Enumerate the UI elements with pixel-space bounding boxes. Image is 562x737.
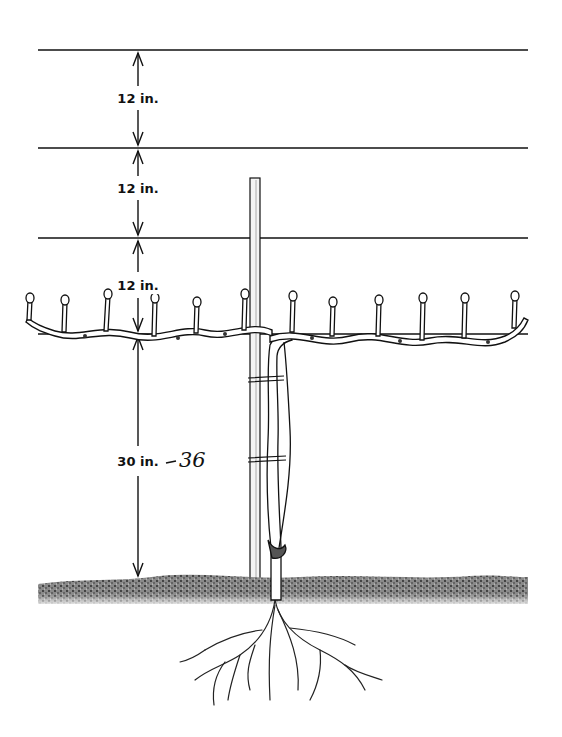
handwritten-note: 36 [177, 447, 208, 473]
trellis-wire [38, 50, 528, 334]
dimension-label: 12 in. [115, 90, 160, 107]
dimension-label: 30 in. [115, 453, 160, 470]
dimension-label: 12 in. [115, 180, 160, 197]
spur [26, 289, 519, 340]
vine-trunk [267, 334, 292, 600]
roots [180, 600, 382, 705]
ground [38, 575, 528, 606]
vine-tie [248, 376, 286, 462]
stake [250, 178, 260, 588]
dimension-label: 12 in. [115, 277, 160, 294]
cordon [26, 318, 528, 346]
handwritten-dash [166, 461, 176, 463]
dimension-arrow [133, 53, 143, 576]
bud [83, 332, 490, 344]
